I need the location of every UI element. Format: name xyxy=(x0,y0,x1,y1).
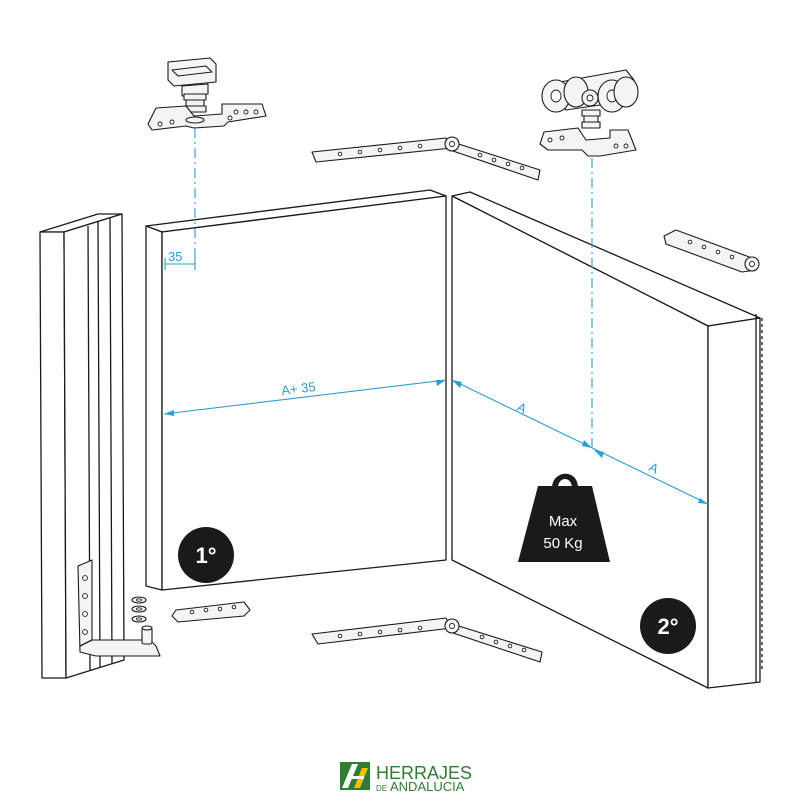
brand-name-main: HERRAJES xyxy=(376,763,472,783)
bottom-hinge xyxy=(311,617,543,663)
door-panel-2 xyxy=(451,191,761,689)
brand-logo-mark xyxy=(340,762,370,790)
offset-dimension-label: 35 xyxy=(168,249,182,264)
weight-limit-line1: Max xyxy=(549,513,578,530)
frame-post xyxy=(39,213,125,679)
dimension-lines xyxy=(163,128,709,505)
panel2-badge-label: 2° xyxy=(657,614,678,639)
panel2-badge xyxy=(640,598,696,654)
panel1-dimension-label: A+ 35 xyxy=(281,379,317,398)
panel2-width-line xyxy=(451,379,709,505)
top-trolley-right xyxy=(539,69,639,157)
panel1-width-line xyxy=(163,379,447,415)
top-hinge xyxy=(311,136,541,181)
panel1-badge-label: 1° xyxy=(195,543,216,568)
bottom-pivot-bracket xyxy=(77,559,161,657)
top-plate-right xyxy=(663,229,760,273)
bottom-plate-left xyxy=(171,601,251,623)
panel1-badge xyxy=(178,527,234,583)
weight-icon xyxy=(518,473,610,562)
brand-name-sub: ANDALUCIA xyxy=(390,779,465,794)
door-panel-1 xyxy=(145,189,447,591)
top-guide-left xyxy=(147,57,267,131)
next-panel-edge xyxy=(755,314,763,682)
weight-limit-line2: 50 Kg xyxy=(543,535,582,552)
brand-name-prefix: DE xyxy=(376,784,387,793)
